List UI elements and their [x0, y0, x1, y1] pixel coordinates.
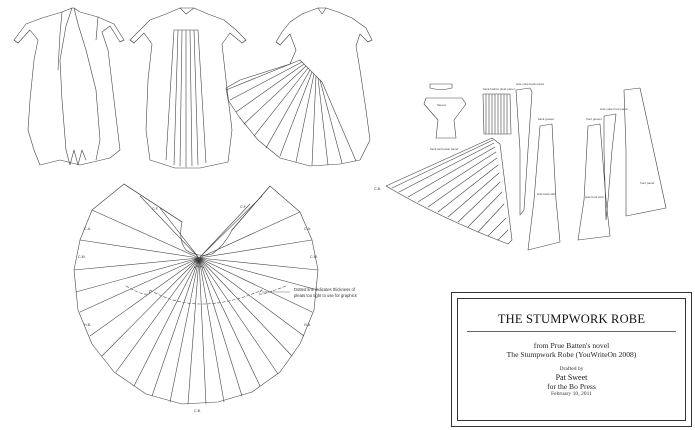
pattern-title: THE STUMPWORK ROBE: [497, 312, 646, 326]
note-line-1: Dotted line indicates thickness of: [294, 287, 356, 292]
date-line: February 10, 2011: [551, 391, 592, 397]
label-cb-center: C.B.: [194, 259, 201, 263]
label-ca-right: C.A.: [304, 227, 311, 231]
robe-back-view: [129, 7, 247, 169]
book-title-line: The Stumpwork Robe (YouWriteOn 2008): [506, 350, 637, 359]
label-hb-left: H.B.: [84, 323, 91, 327]
label-side-yoke-front: side yoke front panel: [600, 107, 628, 111]
note-line-2: pleats too tight to use for graphics: [294, 293, 357, 298]
label-cf-left: C.F.: [152, 207, 159, 211]
source-novel-line: from Prue Batten's novel: [533, 341, 610, 350]
label-side-front-skirt: side front skirt: [585, 195, 604, 199]
label-ca-left: C.A.: [84, 227, 91, 231]
publisher-line: for the Bo Press: [547, 382, 596, 391]
label-front-gusset: front gusset: [586, 117, 602, 121]
label-cf-right: C.F.: [240, 205, 247, 209]
title-divider: [467, 331, 676, 332]
label-side-back-skirt: side back skirt: [537, 192, 556, 196]
label-back-bodice: back bodice pleat panel: [483, 87, 515, 91]
label-front-panel: front panel: [640, 181, 655, 185]
drafted-by-label: Drafted by: [559, 366, 584, 372]
label-back-skirt-pleat: back skirt pleat panel: [430, 147, 459, 151]
label-side-yoke: side yoke back panel: [516, 82, 544, 86]
label-cb-pieces: C.B.: [374, 187, 381, 191]
label-back-gusset: back gusset: [538, 117, 554, 121]
pattern-labels: Sleeve back bodice pleat panel side yoke…: [78, 82, 655, 413]
title-block-inner: THE STUMPWORK ROBE from Prue Batten's no…: [457, 298, 686, 421]
robe-front-view: [13, 7, 125, 166]
label-cb-bottom: C.B.: [194, 409, 201, 413]
label-cm-right: C.M.: [310, 255, 318, 259]
title-block: THE STUMPWORK ROBE from Prue Batten's no…: [451, 292, 692, 427]
pattern-pieces: [385, 83, 667, 251]
skirt-layout: [73, 183, 319, 405]
author-name: Pat Sweet: [555, 373, 588, 382]
label-hb-right: H.B.: [304, 323, 311, 327]
label-cm-left: C.M.: [78, 255, 86, 259]
label-sleeve: Sleeve: [437, 103, 447, 107]
robe-fan-view: [225, 7, 373, 167]
